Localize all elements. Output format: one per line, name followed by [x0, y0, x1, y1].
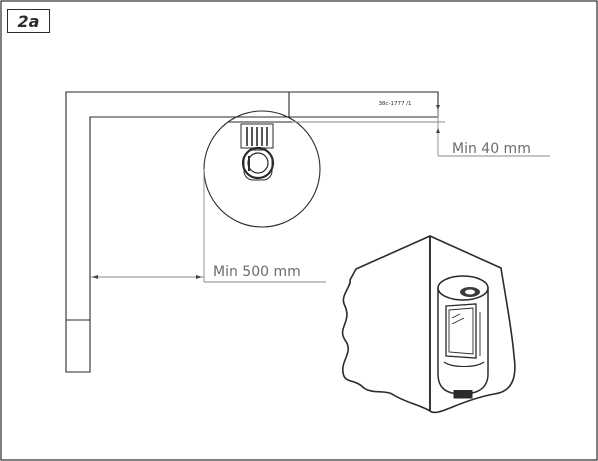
- wall-clearance-label: Min 40 mm: [452, 141, 531, 157]
- side-clearance-label: Min 500 mm: [213, 264, 301, 280]
- drawing-number: 38c-1777 /1: [378, 101, 411, 107]
- stove-plan-view: [203, 110, 321, 228]
- stove-perspective: [437, 275, 489, 399]
- wall-plan-view: [65, 91, 439, 373]
- corner-perspective-illustration: [341, 235, 516, 414]
- side-clearance-dimension: [90, 169, 326, 283]
- figure-label: 2a: [7, 9, 50, 33]
- wall-clearance-dimension: [292, 105, 550, 157]
